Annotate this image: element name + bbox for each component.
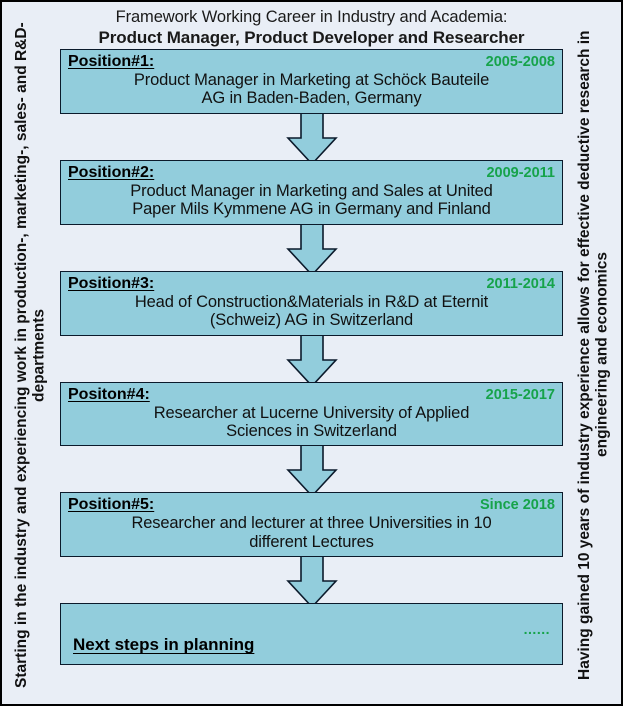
position-description: Product Manager in Marketing and Sales a… (130, 181, 493, 219)
position-header: Position#3: 2011-2014 (68, 275, 555, 293)
down-arrow-icon (58, 107, 565, 166)
down-arrow-icon (58, 329, 565, 388)
position-date: 2009-2011 (486, 164, 555, 181)
down-arrow-icon (58, 551, 565, 609)
position-label: Position#1: (68, 52, 155, 70)
page-title: Framework Working Career in Industry and… (58, 4, 565, 49)
position-description: Researcher and lecturer at three Univers… (131, 514, 492, 551)
title-line-1: Framework Working Career in Industry and… (115, 8, 508, 26)
title-line-2: Product Manager, Product Developer and R… (98, 28, 525, 48)
position-label: Position#3: (68, 274, 155, 292)
next-steps-label: Next steps in planning (73, 635, 255, 655)
left-caption-text: Starting in the industry and experiencin… (12, 22, 47, 688)
position-header: Positon#4: 2015-2017 (68, 386, 555, 404)
position-header: Position#5: Since 2018 (68, 496, 555, 514)
position-date: 2015-2017 (485, 386, 555, 403)
position-header: Position#2: 2009-2011 (68, 164, 555, 182)
position-date: Since 2018 (480, 497, 555, 514)
position-header: Position#1: 2005-2008 (68, 53, 555, 71)
next-steps-box: Next steps in planning...... (60, 603, 563, 666)
position-description: Product Manager in Marketing at Schöck B… (133, 70, 490, 108)
next-steps-dots: ...... (523, 621, 550, 638)
position-date: 2005-2008 (485, 53, 555, 70)
right-caption-text: Having gained 10 years of industry exper… (575, 30, 610, 680)
position-description: Head of Construction&Materials in R&D at… (134, 292, 489, 330)
right-vertical-caption: Having gained 10 years of industry exper… (567, 2, 619, 704)
position-label: Positon#4: (68, 385, 150, 403)
down-arrow-icon (58, 218, 565, 277)
position-label: Position#5: (68, 496, 155, 514)
down-arrow-icon (58, 440, 565, 498)
position-description: Researcher at Lucerne University of Appl… (153, 403, 470, 440)
left-vertical-caption: Starting in the industry and experiencin… (4, 2, 56, 704)
position-date: 2011-2014 (486, 275, 555, 292)
position-label: Position#2: (68, 163, 155, 181)
timeline-column: Framework Working Career in Industry and… (58, 4, 565, 704)
